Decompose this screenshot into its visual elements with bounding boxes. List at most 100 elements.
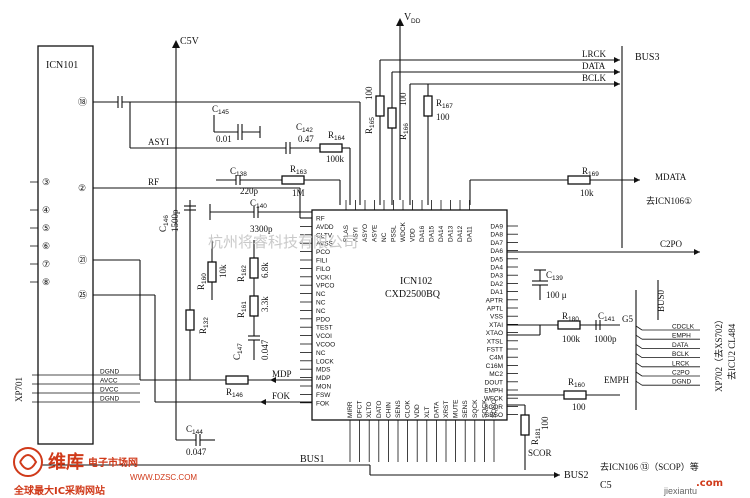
xp701-label-group: XP701 (14, 377, 24, 402)
icn102-right-pin: DA2 (490, 281, 503, 288)
r132-ref: R (198, 328, 208, 334)
icn102-right-pin: DA9 (490, 224, 503, 231)
c142-label: C142 (296, 122, 313, 134)
svg-text:C147: C147 (232, 343, 244, 360)
g5-label: G5 (622, 314, 633, 324)
icn102-left-pin: MON (316, 384, 331, 391)
icn102-bottom-pin: SQCK (481, 399, 488, 418)
bus0-label-group: BUS0 (656, 289, 666, 312)
icn102-left-pin: TEST (316, 325, 333, 332)
xp701-label: XP701 (14, 377, 24, 402)
r160b-body (563, 390, 587, 400)
r163-ref: R (290, 164, 296, 174)
icn102-left-pin: FILI (316, 258, 327, 265)
icn102-right-pin: VSS (490, 314, 504, 321)
fok-label: FOK (272, 391, 291, 401)
c142-ref: C (296, 122, 302, 132)
c145-ref: C (212, 104, 218, 114)
asyi-label: ASYI (148, 137, 169, 147)
svg-text:R181: R181 (530, 428, 542, 445)
r164-body (319, 143, 343, 153)
c146-ref: C (158, 226, 168, 232)
r164-ref: R (328, 130, 334, 140)
icn101-pin: ⑥ (42, 241, 50, 251)
logo-slogan: 全球最大IC采购网站 (13, 484, 105, 497)
c139-ref: C (546, 270, 552, 280)
icn102-left-pin: NC (316, 291, 326, 298)
icn101-block (37, 45, 94, 445)
icn102-right-pin: WFCK (484, 396, 504, 403)
icn102-top-pin: DA16 (419, 225, 426, 242)
r132-sub: 132 (203, 317, 210, 328)
r165-body (375, 95, 385, 117)
bus0-pin-label: CDCLK (672, 324, 695, 331)
r160-sub: 160 (201, 273, 208, 284)
icn102-bottom-pin: MIRR (347, 401, 354, 418)
c146-label: C146 (158, 215, 170, 232)
icn102-bottom-pin: CHIN (385, 402, 392, 418)
icn102-right-pin: APTL (487, 306, 504, 313)
icn102-top-pin: DA12 (457, 225, 464, 242)
c138-label: C138 (230, 166, 247, 178)
r163-body (281, 175, 305, 185)
r162-ref: R (236, 276, 246, 282)
icn102-bottom-pin: DFCT (357, 401, 364, 418)
c146-value-group: 1500p (170, 209, 180, 232)
r160-ref: R (196, 284, 206, 290)
icn102-right-pin: XTAI (489, 322, 503, 329)
bus0-pin-label: BCLK (672, 351, 690, 358)
mdp-arrow (270, 377, 276, 383)
r162-value: 6.8k (260, 262, 270, 278)
logo-site: WWW.DZSC.COM (130, 473, 197, 482)
svg-text:R162: R162 (236, 265, 248, 282)
r167-value: 100 (436, 112, 450, 122)
r161-body (249, 295, 259, 317)
bus0-pin-label: DGND (672, 379, 691, 386)
icn102-bottom-pin: SENS (462, 400, 469, 418)
r161-ref: R (236, 312, 246, 318)
r146-ref: R (226, 387, 232, 397)
c144-ref: C (186, 424, 192, 434)
icn102-top-pin: ASYI (353, 227, 360, 242)
bus2-arrow (554, 472, 560, 478)
data-label: DATA (582, 61, 606, 71)
bus0-pin-tick (635, 380, 643, 386)
emph-label: EMPH (604, 375, 630, 385)
r161-value-group: 3.3k (260, 296, 270, 312)
site-com: .com (696, 478, 723, 489)
mdata-arrow (634, 177, 640, 183)
bottom-drop-lines (349, 428, 495, 462)
c140-sub: 140 (256, 203, 267, 210)
icn102-block (311, 209, 508, 421)
c2po-label: C2PO (660, 239, 683, 249)
r166-sub: 166 (403, 123, 410, 134)
c146-sub: 146 (163, 215, 170, 226)
icn102-bottom-pin: SQCK (472, 399, 479, 418)
icn102-bottom-pin: XRST (443, 401, 450, 418)
r165-ref: R (364, 128, 374, 134)
c2po-arrow (694, 249, 700, 255)
bus0-pin-label: C2PO (672, 370, 690, 377)
icn102-bottom-pin: CLOK (405, 400, 412, 418)
icn102-right-pin: C16M (486, 363, 503, 370)
icn102-left-pin: NC (316, 308, 326, 315)
r162-label: R162 (236, 265, 248, 282)
icn102-top-pin: DA11 (467, 226, 474, 242)
r132-label: R132 (198, 317, 210, 334)
site-credit: jiexiantu (663, 486, 697, 496)
r146-label: R146 (226, 387, 243, 399)
icn102-right-pin: DA7 (490, 240, 503, 247)
icn102-right-pin: DOUT (485, 379, 503, 386)
icn102-left-pin: NC (316, 350, 326, 357)
c147-value-group: 0.047 (260, 339, 270, 360)
r161-sub: 161 (241, 301, 248, 312)
icn102-right-pin: DA8 (490, 232, 503, 239)
logo-sub: 电子市场网 (88, 456, 138, 469)
c141-sub: 141 (604, 316, 615, 323)
c142-value: 0.47 (298, 134, 314, 144)
icn102-top-pin: PSSL (391, 225, 398, 242)
icn101-pin: ㉑ (78, 255, 87, 265)
